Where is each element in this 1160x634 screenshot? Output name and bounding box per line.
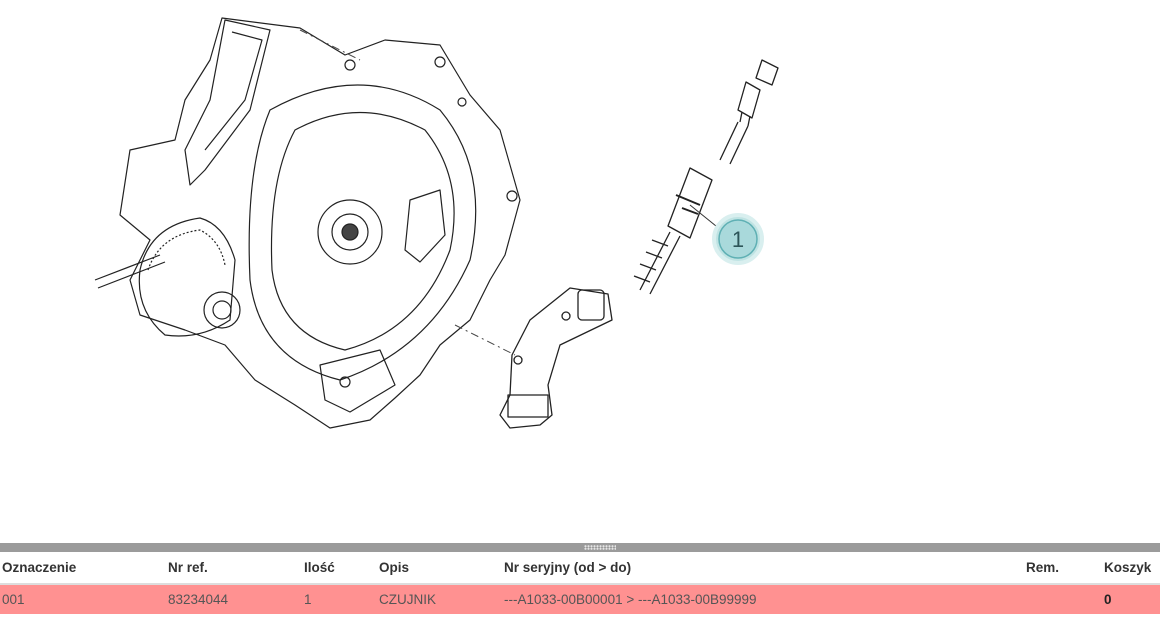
callout-1[interactable]: 1 <box>689 204 764 265</box>
cell-description: CZUJNIK <box>377 584 502 614</box>
cell-designation: 001 <box>0 584 166 614</box>
hub-center <box>341 223 359 241</box>
hub-outer <box>317 199 383 265</box>
callout-leader <box>689 204 717 227</box>
top-bolt-1 <box>344 59 356 71</box>
callout-circle <box>718 219 758 259</box>
sensor-ties <box>633 239 669 283</box>
sensor-label <box>675 194 701 215</box>
lock-knob-outer <box>203 291 241 329</box>
bottom-bracket <box>319 349 396 413</box>
bottom-bolt <box>339 376 351 388</box>
col-header-remark[interactable]: Rem. <box>1024 552 1102 585</box>
housing-ring <box>248 84 477 381</box>
top-bolt-2 <box>434 56 446 68</box>
sensor-plug-body <box>737 81 761 119</box>
table-row[interactable]: 001 83234044 1 CZUJNIK ---A1033-00B00001… <box>0 584 1160 614</box>
sensor-cable-lower <box>639 231 681 295</box>
splitter-grip-icon[interactable] <box>584 545 616 550</box>
diagram-drawing: 1 <box>94 17 779 429</box>
left-shaft <box>94 254 166 289</box>
top-chute <box>184 19 271 186</box>
table-header-row: Oznaczenie Nr ref. Ilość Opis Nr seryjny… <box>0 552 1160 585</box>
sensor-housing <box>667 167 713 239</box>
dial-teeth <box>147 229 226 271</box>
sensor-plug-neck <box>739 111 751 127</box>
plate-bracket <box>507 394 549 418</box>
housing-outline <box>119 17 521 429</box>
cell-cart-quantity[interactable]: 0 <box>1102 584 1160 614</box>
parts-table: Oznaczenie Nr ref. Ilość Opis Nr seryjny… <box>0 552 1160 614</box>
panel-splitter[interactable] <box>0 543 1160 552</box>
cell-qty: 1 <box>302 584 377 614</box>
side-bracket <box>404 189 446 263</box>
col-header-cart[interactable]: Koszyk <box>1102 552 1160 585</box>
callout-label: 1 <box>732 227 744 252</box>
col-header-qty[interactable]: Ilość <box>302 552 377 585</box>
cell-serial: ---A1033-00B00001 > ---A1033-00B99999 <box>502 584 1024 614</box>
lock-knob-inner <box>212 300 232 320</box>
cell-remark <box>1024 584 1102 614</box>
col-header-designation[interactable]: Oznaczenie <box>0 552 166 585</box>
col-header-serial[interactable]: Nr seryjny (od > do) <box>502 552 1024 585</box>
sensor-mounting-plate <box>499 287 613 429</box>
hub-inner <box>331 213 369 251</box>
housing-inner-ring <box>270 111 455 351</box>
sensor-connector <box>755 59 779 86</box>
assembly-line-1 <box>454 324 516 356</box>
plate-hole-1 <box>561 311 571 321</box>
side-bolt <box>506 190 518 202</box>
col-header-description[interactable]: Opis <box>377 552 502 585</box>
assembly-line-2 <box>299 29 361 61</box>
top-chute-inner <box>204 31 263 151</box>
col-header-ref[interactable]: Nr ref. <box>166 552 302 585</box>
plate-hole-2 <box>513 355 523 365</box>
cell-ref: 83234044 <box>166 584 302 614</box>
exploded-parts-diagram: 1 <box>94 17 779 429</box>
sensor-cable-upper <box>719 121 749 165</box>
sensor-clamp <box>577 289 605 321</box>
top-bolt-3 <box>457 97 467 107</box>
adjustment-dial <box>138 217 236 337</box>
